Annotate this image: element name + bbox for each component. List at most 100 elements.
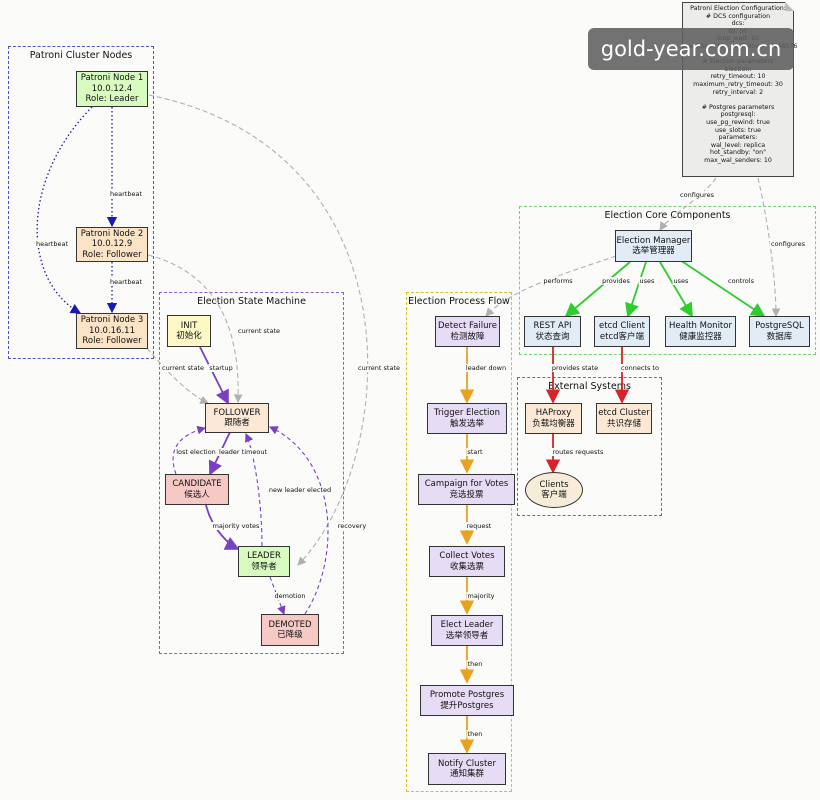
config-note-line: use_slots: true — [715, 126, 761, 134]
label-heartbeat-2-3: heartbeat — [109, 278, 143, 286]
edge-provides — [564, 261, 631, 318]
edge-current-state-n2 — [147, 254, 243, 404]
node-subtitle: 选举管理器 — [632, 246, 675, 256]
edge-current-state-n3 — [146, 347, 210, 404]
node-subtitle: 共识存储 — [606, 418, 641, 429]
label-controls: controls — [727, 277, 755, 285]
node-title: DEMOTED — [268, 619, 312, 630]
label-lost-election: lost election — [175, 448, 217, 456]
label-demotion: demotion — [273, 592, 307, 600]
node-clients[interactable]: Clients 客户端 — [525, 472, 583, 508]
node-subtitle: 健康监控器 — [679, 331, 722, 342]
cluster-title: External Systems — [548, 381, 631, 392]
node-state-leader[interactable]: LEADER 领导者 — [238, 546, 290, 577]
node-title: Trigger Election — [434, 408, 500, 418]
node-patroni-1[interactable]: Patroni Node 1 10.0.12.4 Role: Leader — [76, 71, 148, 107]
node-detect-failure[interactable]: Detect Failure 检测故障 — [435, 316, 500, 347]
cluster-patroni-nodes: Patroni Cluster Nodes — [8, 46, 154, 359]
node-subtitle: 触发选举 — [449, 418, 484, 429]
node-health-monitor[interactable]: Health Monitor 健康监控器 — [665, 316, 736, 347]
config-note-line — [683, 96, 793, 104]
edge-configures-1 — [659, 177, 717, 231]
watermark: gold-year.com.cn — [588, 28, 794, 70]
label-provides-state: provides state — [550, 364, 600, 372]
node-subtitle: 跟随者 — [224, 418, 250, 428]
node-title: INIT — [180, 320, 198, 331]
edge-current-state-n1 — [148, 94, 369, 566]
label-start: start — [466, 448, 484, 456]
label-configures-2: configures — [770, 240, 806, 248]
node-elect-leader[interactable]: Elect Leader 选举领导者 — [431, 615, 503, 646]
config-note-line: # Postgres parameters — [701, 103, 775, 111]
config-note-line: Patroni Election Configuration: — [690, 5, 786, 12]
cluster-title: Election Process Flow — [408, 296, 510, 307]
edge-controls — [679, 259, 766, 317]
label-new-leader: new leader elected — [267, 486, 333, 494]
label-startup: startup — [208, 364, 234, 372]
node-subtitle: 状态查询 — [535, 331, 570, 342]
node-election-manager[interactable]: Election Manager 选举管理器 — [615, 230, 692, 262]
node-postgresql[interactable]: PostgreSQL 数据库 — [749, 316, 810, 347]
node-state-init[interactable]: INIT 初始化 — [167, 315, 211, 347]
node-patroni-3[interactable]: Patroni Node 3 10.0.16.11 Role: Follower — [76, 313, 148, 349]
node-collect-votes[interactable]: Collect Votes 收集选票 — [429, 546, 505, 577]
config-note-line: maximum_retry_timeout: 30 — [693, 80, 783, 88]
edge-new-leader — [245, 432, 263, 547]
label-recovery: recovery — [336, 522, 368, 530]
node-trigger-election[interactable]: Trigger Election 触发选举 — [427, 403, 507, 434]
node-subtitle: 竞选投票 — [449, 489, 484, 500]
node-title: Detect Failure — [437, 321, 497, 331]
node-state-demoted[interactable]: DEMOTED 已降级 — [261, 614, 319, 646]
node-patroni-2[interactable]: Patroni Node 2 10.0.12.9 Role: Follower — [76, 227, 148, 262]
node-title: Patroni Node 3 — [80, 315, 144, 326]
node-title: REST API — [533, 321, 572, 331]
node-etcd-client[interactable]: etcd Client etcd客户端 — [594, 316, 650, 347]
label-provides: provides — [601, 277, 631, 285]
edge-configures-2 — [757, 177, 781, 318]
node-promote-postgres[interactable]: Promote Postgres 提升Postgres — [420, 685, 514, 716]
node-subtitle: 领导者 — [251, 561, 277, 572]
node-ip: 10.0.12.4 — [91, 83, 133, 94]
node-title: FOLLOWER — [213, 407, 261, 418]
node-subtitle: 客户端 — [541, 490, 567, 500]
label-configures-1: configures — [679, 191, 715, 199]
label-current-state-n3: current state — [161, 364, 205, 372]
label-request: request — [465, 522, 493, 530]
node-title: Collect Votes — [439, 551, 495, 561]
node-title: HAProxy — [535, 408, 572, 418]
config-note-line: # DCS configuration — [705, 12, 771, 20]
label-connects-to: connects to — [620, 364, 660, 372]
node-title: Health Monitor — [669, 321, 732, 331]
label-performs: performs — [542, 277, 574, 285]
node-rest-api[interactable]: REST API 状态查询 — [524, 316, 581, 347]
node-subtitle: 检测故障 — [450, 331, 485, 342]
cluster-title: Patroni Cluster Nodes — [29, 50, 133, 61]
node-etcd-cluster[interactable]: etcd Cluster 共识存储 — [596, 403, 652, 434]
node-state-follower[interactable]: FOLLOWER 跟随者 — [205, 403, 269, 433]
cluster-title: Election State Machine — [197, 296, 306, 307]
config-note-line: use_pg_rewind: true — [706, 118, 770, 126]
node-state-candidate[interactable]: CANDIDATE 候选人 — [165, 474, 229, 505]
node-subtitle: 候选人 — [184, 489, 210, 500]
edge-uses-2 — [659, 261, 693, 318]
node-campaign-votes[interactable]: Campaign for Votes 竞选投票 — [418, 474, 515, 505]
label-majority: majority — [466, 592, 496, 600]
node-ip: 10.0.16.11 — [89, 325, 135, 336]
edge-lost-election — [172, 425, 207, 475]
cluster-process-flow: Election Process Flow — [406, 292, 512, 792]
label-current-state-n2: current state — [237, 327, 281, 335]
node-subtitle: 已降级 — [277, 630, 303, 640]
node-haproxy[interactable]: HAProxy 负载均衡器 — [525, 403, 582, 434]
node-subtitle: 提升Postgres — [440, 700, 494, 711]
node-title: Campaign for Votes — [424, 479, 509, 489]
node-title: Promote Postgres — [429, 690, 505, 700]
node-role: Role: Follower — [82, 336, 142, 347]
node-subtitle: 数据库 — [766, 331, 793, 342]
label-routes-requests: routes requests — [551, 448, 605, 456]
node-notify-cluster[interactable]: Notify Cluster 通知集群 — [428, 753, 506, 785]
edge-uses-1 — [625, 261, 647, 318]
edge-performs — [485, 255, 617, 317]
node-title: Patroni Node 2 — [80, 228, 144, 239]
note-fold-corner — [785, 2, 794, 11]
